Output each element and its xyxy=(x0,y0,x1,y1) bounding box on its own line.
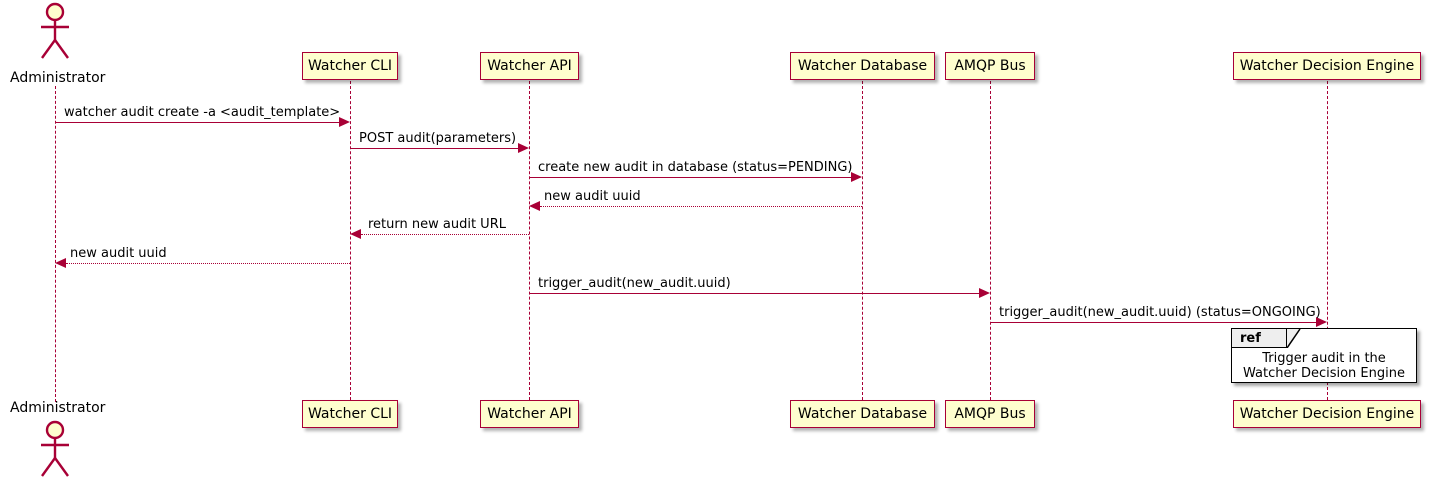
lifeline-amqp xyxy=(990,81,991,400)
participant-watcher-database-bottom[interactable]: Watcher Database xyxy=(790,400,935,428)
message-label: return new audit URL xyxy=(368,217,506,232)
participant-label: Watcher Database xyxy=(797,406,928,422)
participant-label: AMQP Bus xyxy=(954,58,1026,74)
ref-tab-label: ref xyxy=(1240,331,1261,346)
ref-line-1: Trigger audit in the xyxy=(1262,351,1386,366)
participant-watcher-api-top[interactable]: Watcher API xyxy=(480,52,579,80)
message-line xyxy=(990,322,1316,323)
participant-amqp-bus-top[interactable]: AMQP Bus xyxy=(945,52,1035,80)
actor-label-administrator-bottom: Administrator xyxy=(10,400,106,416)
participant-label: Watcher Decision Engine xyxy=(1239,406,1415,422)
participant-amqp-bus-bottom[interactable]: AMQP Bus xyxy=(945,400,1035,428)
arrowhead-right-icon xyxy=(851,172,862,182)
message-line xyxy=(529,293,979,294)
arrowhead-right-icon xyxy=(518,143,529,153)
lifeline-administrator xyxy=(55,86,56,402)
ref-fragment: ref Trigger audit in the Watcher Decisio… xyxy=(1231,328,1417,383)
message-line xyxy=(350,148,518,149)
arrowhead-right-icon xyxy=(979,288,990,298)
participant-label: Watcher Database xyxy=(797,58,928,74)
message-line xyxy=(66,263,350,264)
message-label: create new audit in database (status=PEN… xyxy=(538,160,853,175)
lifeline-cli xyxy=(350,81,351,400)
participant-label: Watcher Decision Engine xyxy=(1239,58,1415,74)
message-label: watcher audit create -a <audit_template> xyxy=(64,105,341,120)
ref-tab-corner-icon xyxy=(1287,329,1301,348)
arrowhead-right-icon xyxy=(1316,317,1327,327)
message-line xyxy=(361,234,529,235)
ref-body: Trigger audit in the Watcher Decision En… xyxy=(1232,351,1416,381)
message-label: trigger_audit(new_audit.uuid) xyxy=(538,276,731,291)
participant-label: Watcher API xyxy=(487,406,572,422)
message-label: new audit uuid xyxy=(544,189,641,204)
participant-watcher-decision-engine-top[interactable]: Watcher Decision Engine xyxy=(1233,52,1421,80)
actor-administrator-bottom xyxy=(33,420,79,478)
arrowhead-left-icon xyxy=(55,258,66,268)
ref-line-2: Watcher Decision Engine xyxy=(1243,366,1405,381)
message-line xyxy=(540,206,862,207)
actor-administrator-top xyxy=(33,2,79,60)
participant-watcher-decision-engine-bottom[interactable]: Watcher Decision Engine xyxy=(1233,400,1421,428)
lifeline-decision xyxy=(1327,81,1328,400)
actor-label-administrator-top: Administrator xyxy=(10,70,106,86)
participant-label: Watcher CLI xyxy=(307,406,393,422)
participant-label: AMQP Bus xyxy=(954,406,1026,422)
participant-label: Watcher API xyxy=(487,58,572,74)
arrowhead-left-icon xyxy=(350,229,361,239)
arrowhead-right-icon xyxy=(339,117,350,127)
participant-watcher-cli-top[interactable]: Watcher CLI xyxy=(302,52,398,80)
lifeline-db xyxy=(862,81,863,400)
participant-watcher-api-bottom[interactable]: Watcher API xyxy=(480,400,579,428)
lifeline-api xyxy=(529,81,530,400)
message-label: trigger_audit(new_audit.uuid) (status=ON… xyxy=(999,305,1321,320)
message-label: POST audit(parameters) xyxy=(359,131,517,146)
message-line xyxy=(529,177,851,178)
participant-watcher-database-top[interactable]: Watcher Database xyxy=(790,52,935,80)
message-line xyxy=(55,122,339,123)
ref-tab: ref xyxy=(1232,329,1287,348)
arrowhead-left-icon xyxy=(529,201,540,211)
message-label: new audit uuid xyxy=(70,246,167,261)
participant-label: Watcher CLI xyxy=(307,58,393,74)
participant-watcher-cli-bottom[interactable]: Watcher CLI xyxy=(302,400,398,428)
